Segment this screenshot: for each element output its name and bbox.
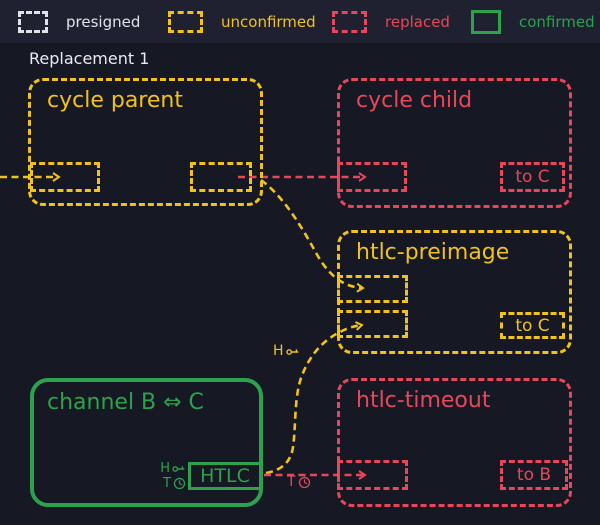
node-channel-b-c: channel B ⇔ C H T HTLC — [30, 378, 263, 507]
node-cycle-parent: cycle parent — [28, 78, 263, 206]
timeout-clock-edge-label: T — [287, 475, 311, 490]
htlc-preimage-title: htlc-preimage — [356, 240, 510, 265]
hash-letter: H — [273, 343, 284, 359]
presigned-swatch-icon — [18, 10, 48, 33]
legend-item-replaced: replaced — [332, 0, 450, 43]
htlc-timeout-output-box: to B — [500, 460, 568, 490]
time-letter: T — [287, 474, 296, 490]
key-icon — [172, 465, 185, 472]
htlc-timeout-title: htlc-timeout — [356, 388, 491, 413]
htlc-output-box: HTLC — [188, 462, 262, 490]
node-htlc-preimage: htlc-preimage to C — [337, 230, 572, 354]
page-title: Replacement 1 — [29, 49, 150, 68]
replaced-swatch-icon — [332, 10, 367, 33]
legend-label-confirmed: confirmed — [519, 12, 595, 31]
cycle-parent-title: cycle parent — [47, 88, 183, 113]
channel-title: channel B ⇔ C — [47, 390, 204, 415]
clock-icon — [173, 477, 186, 490]
cycle-parent-input-box — [30, 162, 100, 192]
legend-item-unconfirmed: unconfirmed — [168, 0, 316, 43]
preimage-hash-edge-label: H — [273, 344, 300, 359]
htlc-preimage-output-box: to C — [500, 312, 565, 339]
cycle-child-input-box — [337, 162, 407, 192]
htlc-preimage-input2-box — [337, 310, 408, 338]
unconfirmed-swatch-icon — [168, 10, 203, 33]
key-icon — [285, 348, 298, 355]
hash-letter: H — [160, 460, 170, 476]
confirmed-swatch-icon — [471, 9, 501, 34]
cycle-child-title: cycle child — [356, 88, 473, 113]
legend-label-presigned: presigned — [66, 12, 141, 31]
node-cycle-child: cycle child to C — [337, 78, 572, 208]
node-htlc-timeout: htlc-timeout to B — [337, 378, 572, 507]
legend-label-replaced: replaced — [385, 12, 450, 31]
clock-icon — [298, 476, 310, 489]
htlc-preimage-input1-box — [337, 275, 408, 303]
time-condition: T — [148, 476, 186, 491]
hash-condition: H — [148, 461, 186, 476]
cycle-parent-output-box — [190, 162, 252, 192]
legend-item-confirmed: confirmed — [471, 0, 595, 43]
time-letter: T — [163, 475, 171, 491]
legend-bar: presigned unconfirmed replaced confirmed — [0, 0, 600, 43]
cycle-child-output-box: to C — [500, 162, 565, 192]
legend-label-unconfirmed: unconfirmed — [221, 12, 316, 31]
htlc-timeout-input-box — [337, 460, 408, 490]
htlc-conditions: H T — [148, 461, 186, 491]
legend-item-presigned: presigned — [18, 0, 140, 43]
